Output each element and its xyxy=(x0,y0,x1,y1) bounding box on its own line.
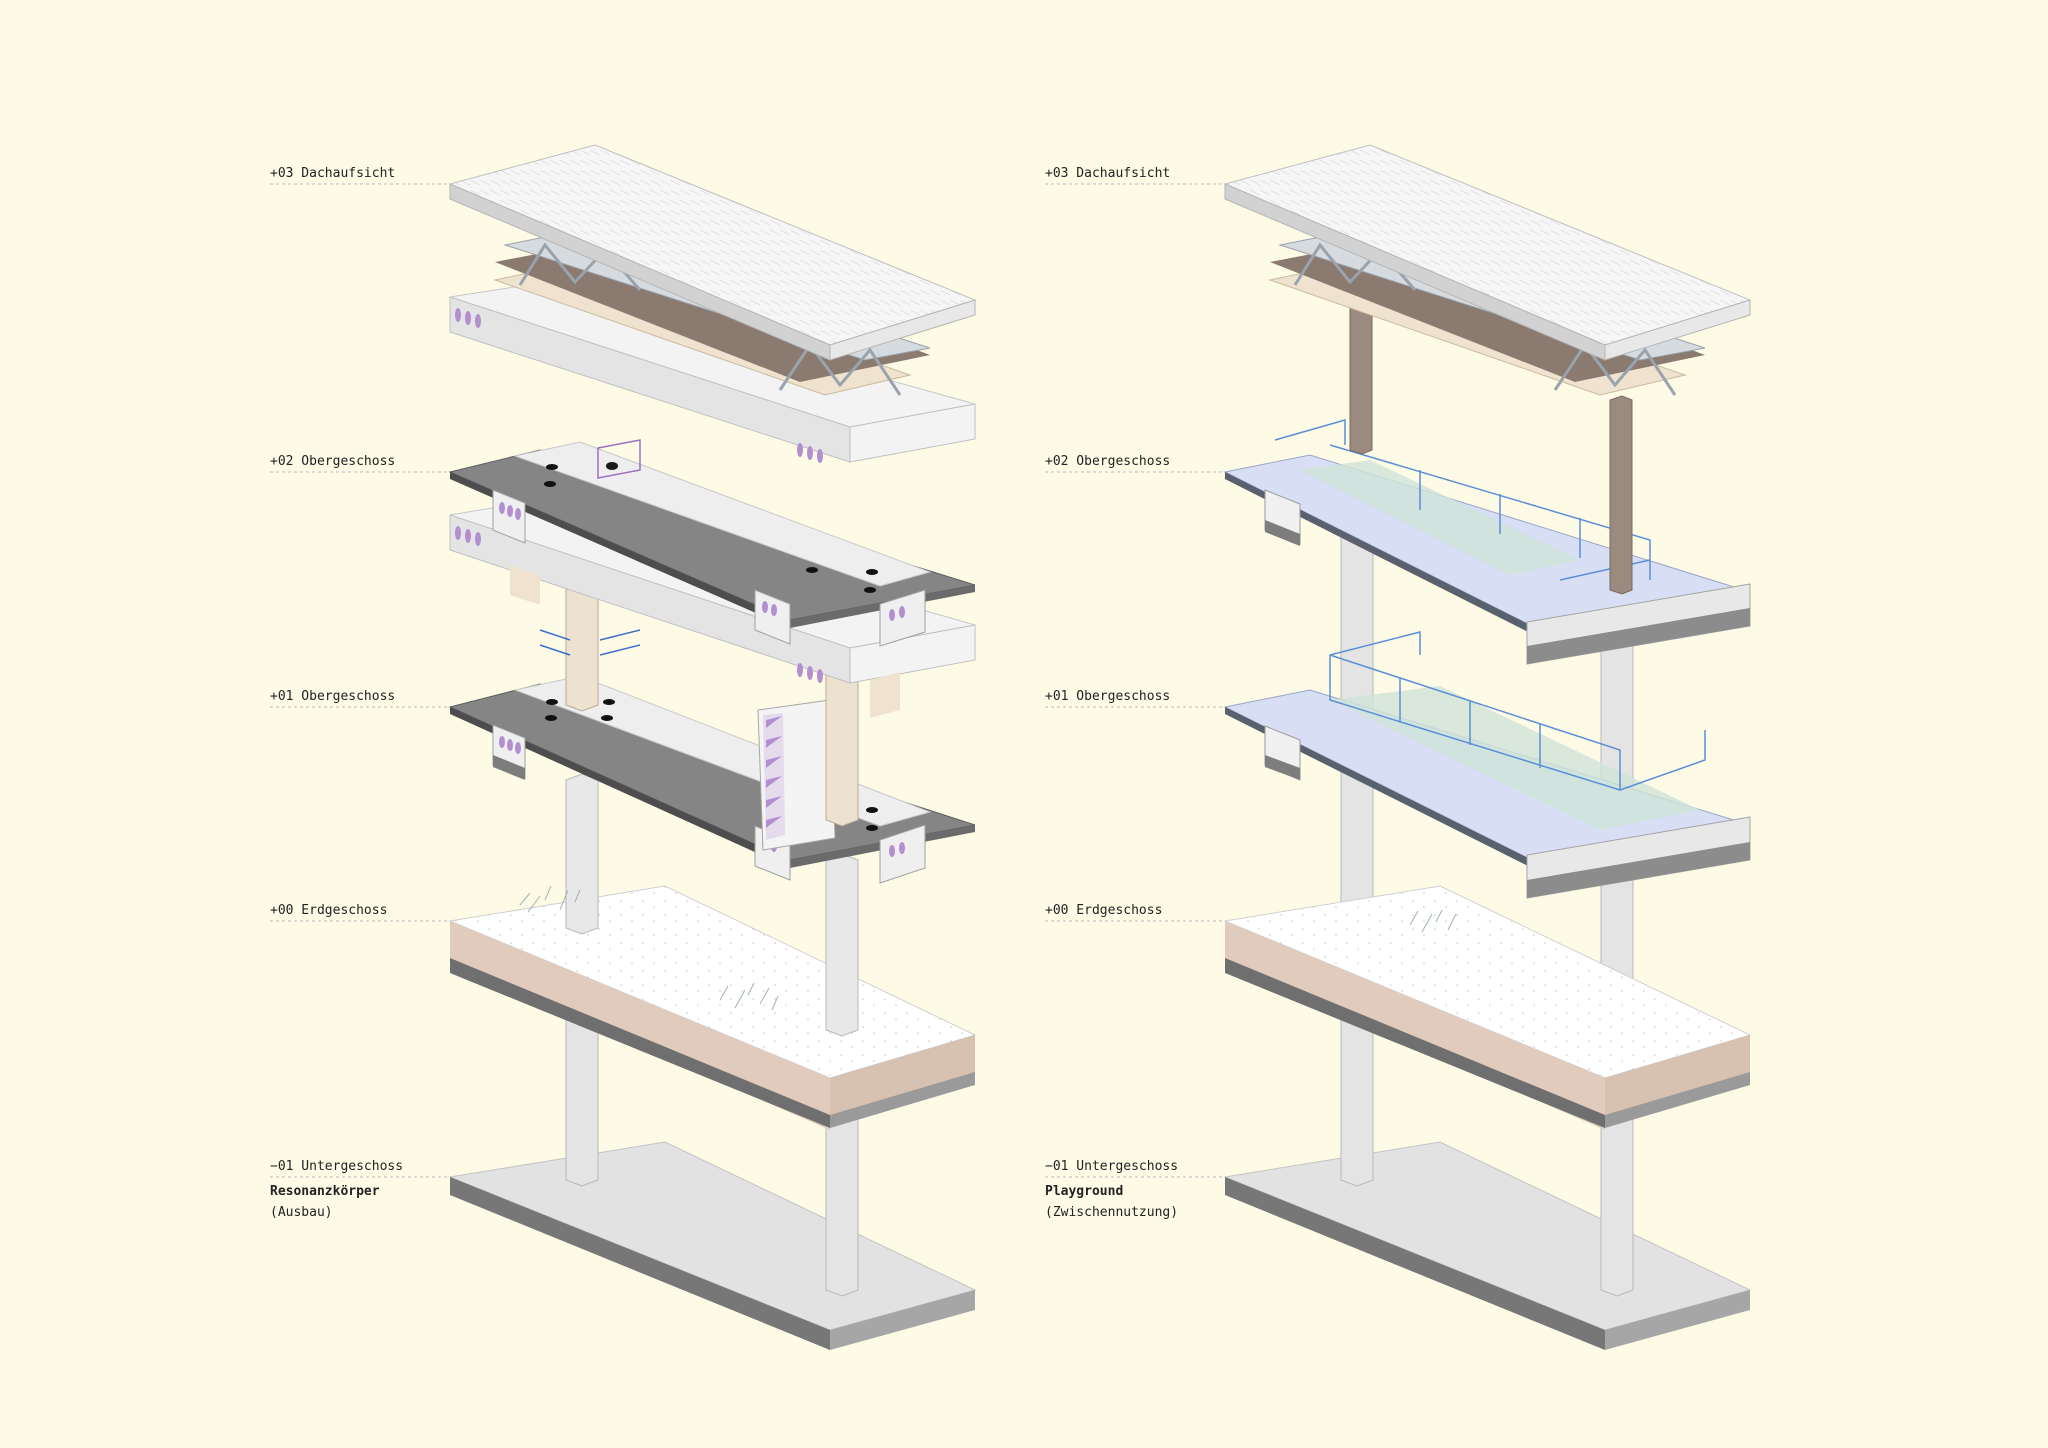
left-level-basement-label: −01 Untergeschoss xyxy=(270,1159,404,1174)
left-variant-title: Resonanzkörper xyxy=(270,1184,380,1199)
left-plants xyxy=(519,885,779,1011)
left-roof xyxy=(448,144,977,361)
left-level-2-slab xyxy=(448,439,976,647)
left-columns-upper xyxy=(539,583,859,827)
right-level-1-deck xyxy=(1223,631,1751,899)
right-level-basement-label: −01 Untergeschoss xyxy=(1045,1159,1179,1174)
right-basement-slab xyxy=(1223,1141,1752,1350)
right-ground-slab xyxy=(1223,885,1752,1130)
right-level-ground-label: +00 Erdgeschoss xyxy=(1045,903,1163,918)
left-ground-slab xyxy=(448,885,977,1130)
left-leader-lines xyxy=(270,183,450,1178)
right-roof xyxy=(1223,144,1752,361)
left-level-ground-label: +00 Erdgeschoss xyxy=(270,903,388,918)
right-variant-title: Playground xyxy=(1045,1184,1124,1199)
right-leader-lines xyxy=(1045,183,1225,1178)
left-level-1-label: +01 Obergeschoss xyxy=(270,689,396,704)
left-level-2-label: +02 Obergeschoss xyxy=(270,454,396,469)
right-variant-subtitle: (Zwischennutzung) xyxy=(1045,1205,1179,1220)
right-level-2-label: +02 Obergeschoss xyxy=(1045,454,1171,469)
left-variant-drawing xyxy=(270,144,977,1350)
left-columns-mid xyxy=(565,773,859,1037)
left-basement-slab xyxy=(448,1141,977,1350)
left-variant-subtitle: (Ausbau) xyxy=(270,1205,333,1220)
right-timber-columns xyxy=(1349,295,1633,595)
left-columns-lower xyxy=(565,1003,859,1297)
right-level-1-label: +01 Obergeschoss xyxy=(1045,689,1171,704)
left-level-roof-label: +03 Dachaufsicht xyxy=(270,166,396,181)
right-level-roof-label: +03 Dachaufsicht xyxy=(1045,166,1171,181)
right-plants xyxy=(1409,909,1457,933)
right-level-2-deck xyxy=(1223,419,1751,665)
right-variant-drawing xyxy=(1045,144,1752,1350)
